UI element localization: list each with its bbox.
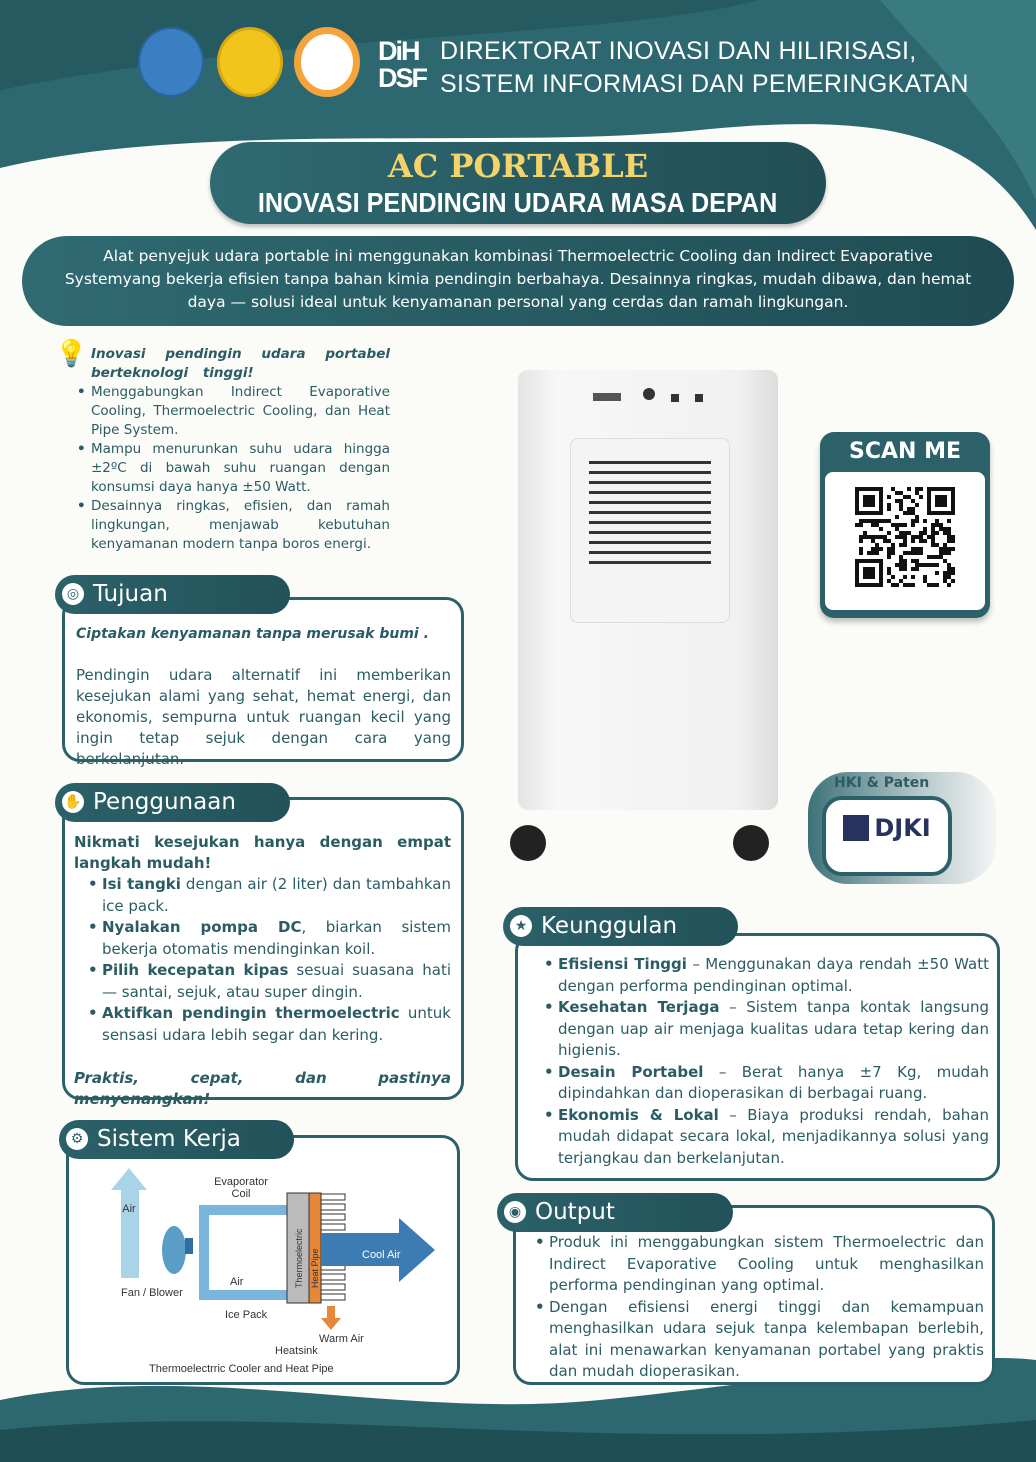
diagram-caption: Thermoelectrric Cooler and Heat Pipe <box>149 1363 334 1375</box>
page-title: AC PORTABLE <box>387 147 649 185</box>
list-item: Desainnya ringkas, efisien, dan ramah li… <box>73 497 390 554</box>
label-heat-pipe: Heat Pipe <box>310 1248 320 1288</box>
label-ice-pack: Ice Pack <box>225 1309 268 1321</box>
penggunaan-closing: Praktis, cepat, dan pastinya menyenangka… <box>74 1069 451 1108</box>
sistem-kerja-header: ⚙Sistem Kerja <box>59 1120 294 1159</box>
display-panel <box>593 393 621 401</box>
list-item: Pilih kecepatan kipas sesuai suasana hat… <box>84 960 451 1003</box>
wheel-icon <box>733 825 769 861</box>
page-subtitle: INOVASI PENDINGIN UDARA MASA DEPAN <box>258 187 778 218</box>
output-icon: ◉ <box>504 1201 526 1223</box>
penggunaan-header: ✋Penggunaan <box>55 783 290 822</box>
unj-logo <box>217 27 283 97</box>
intro-heading: Inovasi pendingin udara portabel bertekn… <box>91 346 390 381</box>
penggunaan-intro: Nikmati kesejukan hanya dengan empat lan… <box>74 833 451 872</box>
label-thermoelectric: Thermoelectric <box>294 1228 304 1288</box>
label-air: Air <box>230 1276 244 1288</box>
list-item: Aktifkan pendingin thermoelectric untuk … <box>84 1003 451 1046</box>
list-item: Mampu menurunkan suhu udara hingga ±2ºC … <box>73 440 390 497</box>
wheel-icon <box>510 825 546 861</box>
list-item: Kesehatan Terjaga – Sistem tanpa kontak … <box>540 997 989 1062</box>
label-evaporator: Evaporator <box>214 1176 268 1188</box>
qr-code-panel[interactable]: SCAN ME <box>820 432 990 618</box>
keunggulan-header: ★Keunggulan <box>503 907 738 946</box>
djki-logo: DJKI <box>822 796 952 876</box>
intro-section: 💡 Inovasi pendingin udara portabel berte… <box>55 339 390 554</box>
label-warm-air: Warm Air <box>319 1333 364 1345</box>
lightbulb-icon: 💡 <box>55 339 88 369</box>
vent-grille <box>570 438 730 623</box>
diktisaintek-logo <box>294 27 360 97</box>
list-item: Menggabungkan Indirect Evaporative Cooli… <box>73 383 390 440</box>
gear-icon: ⚙ <box>66 1128 88 1150</box>
medal-icon: ★ <box>510 915 532 937</box>
tujuan-tagline: Ciptakan kenyamanan tanpa merusak bumi . <box>76 626 429 642</box>
tujuan-box: Ciptakan kenyamanan tanpa merusak bumi .… <box>62 597 464 768</box>
list-item: Desain Portabel – Berat hanya ±7 Kg, mud… <box>540 1062 989 1105</box>
list-item: Produk ini menggabungkan sistem Thermoel… <box>531 1232 984 1297</box>
label-fan: Fan / Blower <box>121 1287 183 1299</box>
evaporator-coil <box>199 1205 287 1300</box>
organization-name: DIREKTORAT INOVASI DAN HILIRISASI,SISTEM… <box>440 37 969 98</box>
fan-icon <box>162 1226 186 1274</box>
qr-code-image <box>855 487 955 587</box>
hand-icon: ✋ <box>62 791 84 813</box>
air-up-arrow <box>111 1168 147 1278</box>
thermoelectric-diagram: Air Evaporator Coil Fan / Blower Air Ice… <box>111 1168 435 1375</box>
list-item: Ekonomis & Lokal – Biaya produksi rendah… <box>540 1105 989 1170</box>
knob-icon <box>643 388 655 400</box>
product-image <box>510 370 778 861</box>
description-banner: Alat penyejuk udara portable ini menggun… <box>22 236 1014 326</box>
penggunaan-box: Nikmati kesejukan hanya dengan empat lan… <box>62 797 464 1108</box>
hki-label: HKI & Paten <box>834 775 930 791</box>
sistem-kerja-box: Air Evaporator Coil Fan / Blower Air Ice… <box>66 1135 460 1385</box>
label-air-up: Air <box>122 1203 136 1215</box>
list-item: Efisiensi Tinggi – Menggunakan daya rend… <box>540 954 989 997</box>
label-coil: Coil <box>232 1188 251 1200</box>
tujuan-header: ◎Tujuan <box>55 575 290 614</box>
qr-code[interactable] <box>825 472 985 610</box>
output-header: ◉Output <box>497 1193 733 1232</box>
target-icon: ◎ <box>62 583 84 605</box>
label-cool-air: Cool Air <box>362 1249 401 1261</box>
list-item: Nyalakan pompa DC, biarkan sistem bekerj… <box>84 917 451 960</box>
warm-air-arrow <box>321 1306 341 1330</box>
label-heatsink: Heatsink <box>275 1345 318 1357</box>
scan-me-label: SCAN ME <box>848 439 961 464</box>
tut-wuri-handayani-logo <box>138 27 204 97</box>
keunggulan-box: Efisiensi Tinggi – Menggunakan daya rend… <box>515 933 1000 1181</box>
title-banner: AC PORTABLE INOVASI PENDINGIN UDARA MASA… <box>210 142 826 224</box>
cool-air-arrow <box>321 1218 435 1282</box>
list-item: Isi tangki dengan air (2 liter) dan tamb… <box>84 874 451 917</box>
tujuan-body: Pendingin udara alternatif ini memberika… <box>76 666 451 768</box>
list-item: Dengan efisiensi energi tinggi dan kemam… <box>531 1297 984 1383</box>
hki-panel: HKI & Paten DJKI <box>808 772 996 884</box>
output-box: Produk ini menggabungkan sistem Thermoel… <box>513 1205 995 1385</box>
